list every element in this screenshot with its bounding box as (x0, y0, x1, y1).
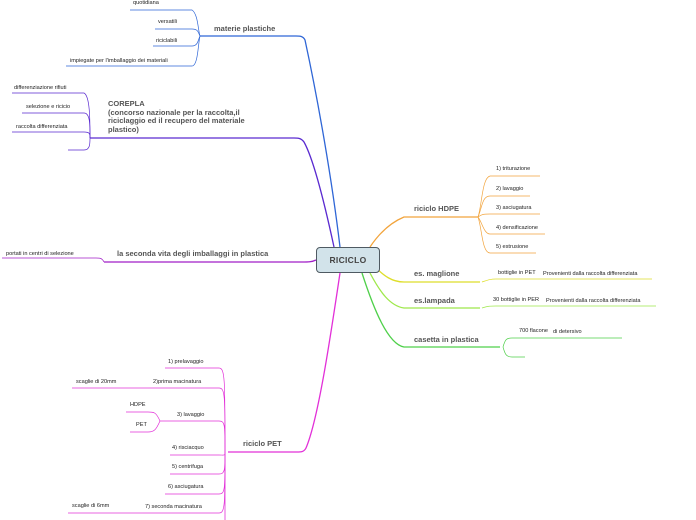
leaf-riciclabili[interactable]: riciclabili (156, 38, 178, 44)
connector-corepla (12, 92, 335, 248)
leaf-di-detersivo[interactable]: di detersivo (553, 329, 582, 335)
leaf-provenienti-raccolta-1[interactable]: Provenienti dalla raccolta differenziata (543, 271, 638, 277)
central-topic[interactable]: RICICLO (316, 247, 380, 273)
leaf-quotidiana[interactable]: quotidiana (133, 0, 159, 6)
leaf-hdpe[interactable]: HDPE (130, 402, 146, 408)
pet-step-6[interactable]: 6) asciugatura (168, 484, 204, 490)
pet-step-7[interactable]: 7) seconda macinatura (145, 504, 202, 510)
leaf-bottiglie-pet[interactable]: bottiglie in PET (498, 270, 536, 276)
connector-riciclo-hdpe (369, 175, 545, 254)
topic-es-maglione[interactable]: es. maglione (414, 269, 460, 278)
leaf-scaglie-6mm[interactable]: scaglie di 6mm (72, 503, 110, 509)
topic-seconda-vita[interactable]: la seconda vita degli imballaggi in plas… (117, 249, 269, 258)
hdpe-step-3[interactable]: 3) asciugatura (496, 205, 532, 211)
topic-riciclo-pet[interactable]: riciclo PET (243, 439, 282, 448)
leaf-scaglie-20mm[interactable]: scaglie di 20mm (76, 379, 117, 385)
hdpe-step-2[interactable]: 2) lavaggio (496, 186, 524, 192)
topic-corepla[interactable]: COREPLA (concorso nazionale per la racco… (108, 99, 245, 134)
connector-lampada (369, 272, 656, 309)
leaf-impiegate-imballaggio[interactable]: impiegate per l'imballaggio dei material… (70, 58, 168, 64)
pet-step-3[interactable]: 3) lavaggio (177, 412, 205, 418)
leaf-pet[interactable]: PET (136, 422, 147, 428)
connector-riciclo-pet (68, 272, 341, 520)
hdpe-step-4[interactable]: 4) densificazione (496, 225, 538, 231)
leaf-portati-centri-selezione[interactable]: portati in centri di selezione (6, 251, 74, 257)
connector-seconda-vita (2, 257, 317, 263)
connector-casetta (361, 272, 622, 358)
connector-materie-plastiche (66, 9, 341, 248)
hdpe-step-1[interactable]: 1) triturazione (496, 166, 531, 172)
leaf-selezione-ricicio[interactable]: selezione e ricicio (26, 104, 71, 110)
topic-es-lampada[interactable]: es.lampada (414, 296, 455, 305)
leaf-provenienti-raccolta-2[interactable]: Provenienti dalla raccolta differenziata (546, 298, 641, 304)
pet-step-4[interactable]: 4) risciacquo (172, 445, 204, 451)
pet-step-2[interactable]: 2)prima macinatura (153, 379, 202, 385)
pet-step-1[interactable]: 1) prelavaggio (168, 359, 204, 365)
leaf-700-flacone[interactable]: 700 flacone (519, 328, 548, 334)
leaf-versatili[interactable]: versatili (158, 19, 177, 25)
topic-riciclo-hdpe[interactable]: riciclo HDPE (414, 204, 460, 213)
pet-step-5[interactable]: 5) centrifuga (172, 464, 204, 470)
hdpe-step-5[interactable]: 5) estrusione (496, 244, 529, 250)
leaf-30-bottiglie[interactable]: 30 bottiglie in PER (493, 297, 540, 303)
leaf-raccolta-differenziata[interactable]: raccolta differenziata (16, 124, 68, 130)
topic-casetta-plastica[interactable]: casetta in plastica (414, 335, 479, 344)
leaf-differenziazione-rifiuti[interactable]: differenziazione rifiuti (14, 85, 67, 91)
topic-materie-plastiche[interactable]: materie plastiche (214, 24, 276, 33)
